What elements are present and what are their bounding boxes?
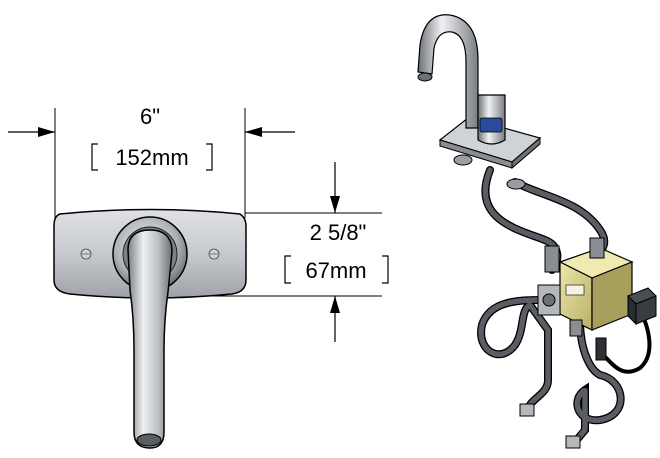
width-arrowhead-right — [245, 127, 262, 137]
screw-right-icon — [208, 248, 220, 260]
top-view-drawing: 6" 152mm 2 5/8" 67mm — [8, 104, 389, 449]
faucet-body — [417, 14, 542, 190]
height-metric-bracket-left — [284, 255, 291, 284]
height-arrowhead-bottom — [330, 296, 340, 313]
width-metric-bracket-right — [206, 143, 213, 171]
height-metric-bracket-right — [382, 255, 389, 284]
width-arrowhead-left — [38, 127, 55, 137]
screw-left-icon — [80, 248, 92, 260]
width-imperial-label: 6" — [140, 104, 160, 129]
height-imperial-label: 2 5/8" — [310, 220, 367, 245]
spout-top-view — [127, 229, 173, 449]
faucet-neck — [417, 14, 479, 129]
width-metric-label: 152mm — [115, 145, 188, 170]
assembly-illustration — [417, 14, 657, 449]
height-metric-label: 67mm — [305, 258, 366, 283]
height-arrowhead-top — [330, 196, 340, 213]
width-metric-bracket-left — [91, 143, 98, 171]
spout-outlet — [136, 433, 162, 447]
hose-fitting-left — [519, 403, 535, 417]
sensor-window — [479, 117, 503, 133]
hose-fitting-right — [565, 435, 581, 449]
control-module — [537, 237, 657, 361]
